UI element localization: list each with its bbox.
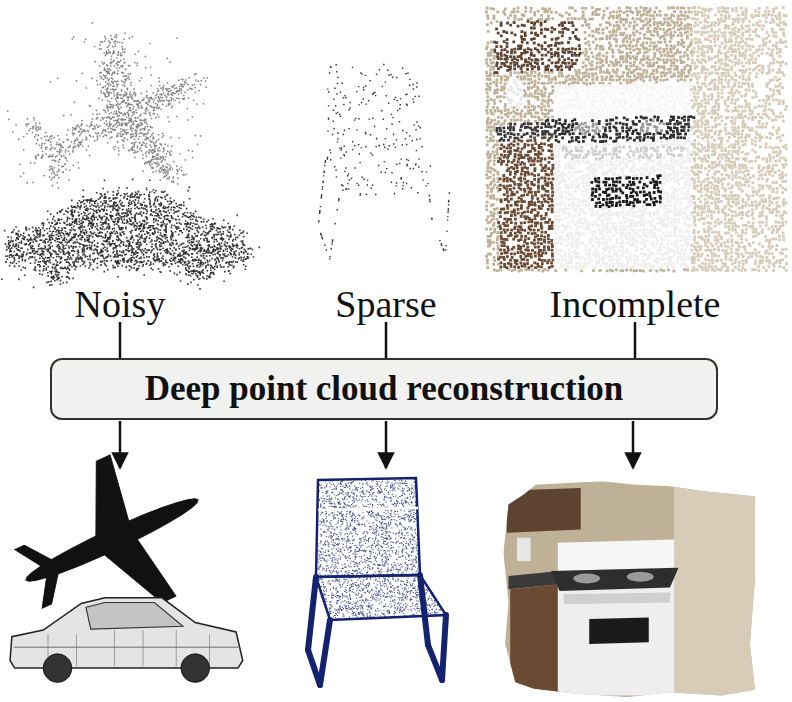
- mesh-line: [176, 630, 177, 666]
- mesh-line: [114, 630, 115, 666]
- scan-points: [562, 146, 686, 161]
- airplane-part: [66, 455, 140, 539]
- incomplete-kitchen-scan: [485, 6, 788, 273]
- scan-points: [574, 119, 666, 135]
- output-arrow: [385, 421, 388, 468]
- kitchen-surface-part: [589, 617, 649, 644]
- scan-points: [690, 6, 788, 272]
- airplane-part: [96, 494, 122, 513]
- scan-points: [553, 81, 693, 120]
- car-body: [10, 598, 243, 668]
- mesh-line: [143, 630, 144, 666]
- chair-leg: [320, 620, 330, 685]
- input-label: Incomplete: [528, 280, 742, 328]
- chair-crossbar: [318, 508, 418, 510]
- chair-leg: [308, 577, 316, 650]
- sparse-points: [318, 64, 450, 260]
- car-wheel: [181, 654, 210, 683]
- reconstructed-kitchen: [500, 478, 755, 698]
- chair-leg: [420, 575, 428, 645]
- mesh-line: [76, 634, 77, 666]
- chair-back: [316, 478, 420, 577]
- output-arrow: [119, 421, 122, 468]
- scan-points: [493, 20, 581, 74]
- noise-points: [0, 179, 260, 290]
- input-label: Noisy: [55, 280, 185, 328]
- noise-points: [0, 0, 263, 285]
- reconstructed-chair: [308, 478, 446, 685]
- connector-line: [634, 322, 637, 358]
- reconstructed-airplane: [0, 429, 231, 651]
- scan-points: [591, 174, 663, 208]
- kitchen-surface-part: [564, 593, 670, 605]
- kitchen-surface-part: [500, 478, 755, 698]
- mesh-line: [14, 647, 240, 648]
- scan-points: [506, 78, 524, 108]
- airplane-part: [30, 570, 70, 608]
- car-window: [86, 603, 183, 630]
- connector-line: [385, 322, 388, 358]
- kitchen-surface-part: [627, 572, 654, 582]
- process-box: Deep point cloud reconstruction: [50, 358, 718, 420]
- kitchen-surface-part: [510, 584, 559, 695]
- noisy-airplane-cloud: [0, 0, 263, 285]
- scan-points: [546, 115, 695, 143]
- airplane-part: [125, 556, 151, 575]
- node-label: Noisy: [75, 282, 166, 326]
- node-label: Incomplete: [550, 282, 721, 326]
- node-label: Sparse: [335, 282, 436, 326]
- car-wheel: [43, 654, 72, 683]
- kitchen-surface-part: [507, 488, 581, 533]
- connector-line: [119, 322, 122, 358]
- kitchen-surface-part: [558, 539, 674, 571]
- kitchen-surface-part: [517, 538, 531, 561]
- input-label: Sparse: [321, 280, 451, 328]
- scan-points: [553, 129, 693, 271]
- reconstructed-car: [10, 598, 243, 683]
- scan-points: [497, 135, 554, 269]
- kitchen-surface: [500, 478, 755, 698]
- kitchen-surface-part: [573, 573, 600, 583]
- sparse-chair-cloud: [318, 64, 450, 260]
- output-arrow: [632, 421, 635, 468]
- noisy-car-cloud: [0, 179, 260, 290]
- kitchen-surface-part: [674, 478, 755, 698]
- chair-leg: [442, 615, 446, 680]
- chair-leg: [308, 650, 320, 685]
- mesh-line: [209, 634, 210, 666]
- chair-leg: [428, 645, 442, 680]
- airplane-part: [15, 536, 55, 574]
- kitchen-surface-part: [551, 568, 679, 591]
- node-label: Deep point cloud reconstruction: [145, 369, 624, 409]
